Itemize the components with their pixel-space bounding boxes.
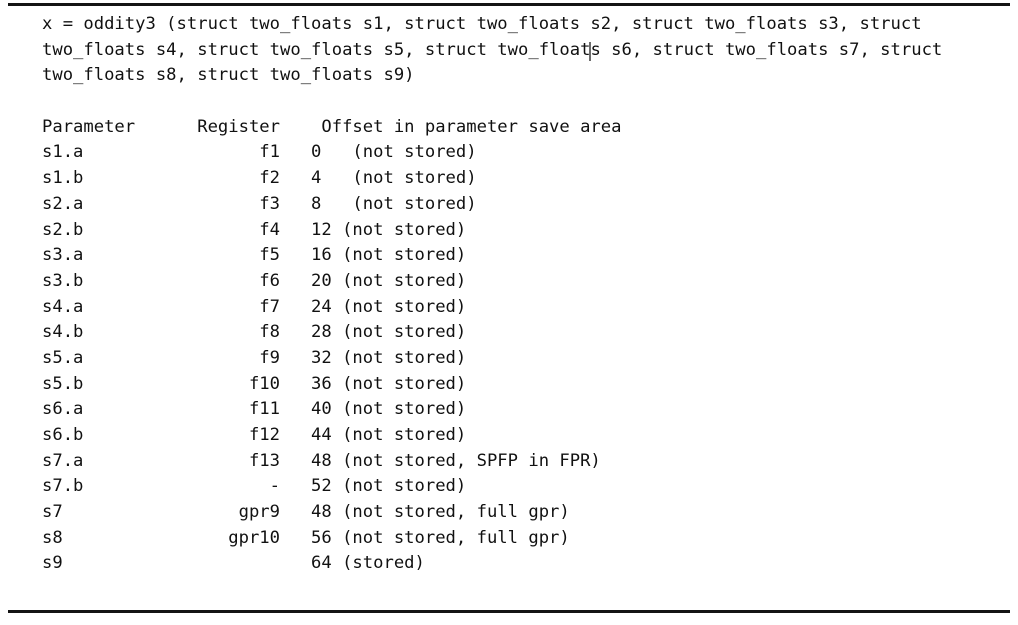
- table-row: s4.a f7 24 (not stored): [42, 296, 467, 317]
- table-row: s5.a f9 32 (not stored): [42, 347, 467, 368]
- table-header-row: Parameter Register Offset in parameter s…: [42, 116, 622, 137]
- table-row: s5.b f10 36 (not stored): [42, 373, 467, 394]
- table-row: s9 64 (stored): [42, 553, 425, 574]
- listing-text-body[interactable]: x = oddity3 (struct two_floats s1, struc…: [42, 12, 1002, 577]
- blank-separator-line: [42, 89, 1002, 115]
- parameter-register-table: Parameter Register Offset in parameter s…: [42, 115, 1002, 577]
- table-row: s7.a f13 48 (not stored, SPFP in FPR): [42, 450, 601, 471]
- signature-line-2-before-caret: two_floats s4, struct two_floats s5, str…: [42, 39, 591, 60]
- signature-line-1: x = oddity3 (struct two_floats s1, struc…: [42, 14, 922, 34]
- table-row: s2.a f3 8 (not stored): [42, 193, 477, 214]
- function-signature-block: x = oddity3 (struct two_floats s1, struc…: [42, 12, 1002, 89]
- table-row: s2.b f4 12 (not stored): [42, 219, 467, 240]
- table-row: s4.b f8 28 (not stored): [42, 322, 467, 343]
- table-row: s8 gpr10 56 (not stored, full gpr): [42, 527, 570, 548]
- table-row: s6.a f11 40 (not stored): [42, 399, 467, 420]
- top-horizontal-rule: [8, 3, 1010, 6]
- signature-line-2-after-caret: s s6, struct two_floats s7, struct: [590, 39, 943, 60]
- signature-line-2: two_floats s4, struct two_floats s5, str…: [42, 38, 1002, 64]
- bottom-horizontal-rule: [8, 610, 1010, 613]
- table-row: s7 gpr9 48 (not stored, full gpr): [42, 502, 570, 523]
- table-row: s1.b f2 4 (not stored): [42, 168, 477, 189]
- signature-line-3: two_floats s8, struct two_floats s9): [42, 65, 415, 86]
- table-row: s6.b f12 44 (not stored): [42, 425, 467, 445]
- table-row: s3.a f5 16 (not stored): [42, 245, 467, 266]
- table-row: s1.a f1 0 (not stored): [42, 142, 477, 163]
- table-row: s3.b f6 20 (not stored): [42, 270, 467, 291]
- table-row: s7.b - 52 (not stored): [42, 476, 467, 497]
